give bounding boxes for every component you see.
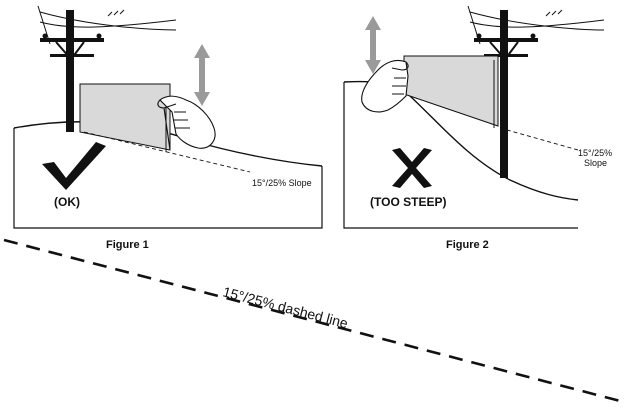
figure-1-box bbox=[79, 83, 171, 151]
checkmark-icon bbox=[42, 142, 106, 190]
figure-2: 15°/25% Slope (TOO STEEP) Figure 2 bbox=[343, 5, 612, 251]
figure-2-slope-label-line2: Slope bbox=[584, 158, 607, 168]
figure-2-frame bbox=[343, 82, 578, 229]
guide-line-label: 15°/25% dashed line bbox=[221, 283, 350, 331]
guide-line: 15°/25% dashed line bbox=[3, 238, 625, 404]
figure-1-verdict: (OK) bbox=[54, 195, 80, 209]
x-mark-icon bbox=[392, 148, 432, 188]
double-arrow-vertical-icon bbox=[194, 44, 210, 106]
guide-dashed-line bbox=[3, 238, 625, 404]
utility-pole-2 bbox=[474, 10, 538, 178]
figure-2-caption: Figure 2 bbox=[446, 239, 489, 251]
figure-2-slope-label-line1: 15°/25% bbox=[578, 148, 612, 158]
figure-1: 15°/25% Slope (OK) Figure 1 bbox=[13, 5, 323, 251]
figure-1-caption: Figure 1 bbox=[106, 239, 149, 251]
figure-1-hand bbox=[157, 95, 216, 151]
utility-wires bbox=[37, 5, 177, 45]
figure-2-box bbox=[403, 55, 499, 127]
figure-1-slope-label: 15°/25% Slope bbox=[252, 178, 312, 188]
figure-2-slope-dashed-line bbox=[499, 127, 579, 151]
figure-1-slope-dashed-line bbox=[83, 131, 251, 173]
figure-2-hand bbox=[361, 59, 409, 113]
utility-pole bbox=[40, 10, 104, 132]
figure-1-frame bbox=[13, 128, 323, 229]
double-arrow-vertical-icon-2 bbox=[365, 16, 381, 74]
figure-2-verdict: (TOO STEEP) bbox=[370, 195, 446, 209]
